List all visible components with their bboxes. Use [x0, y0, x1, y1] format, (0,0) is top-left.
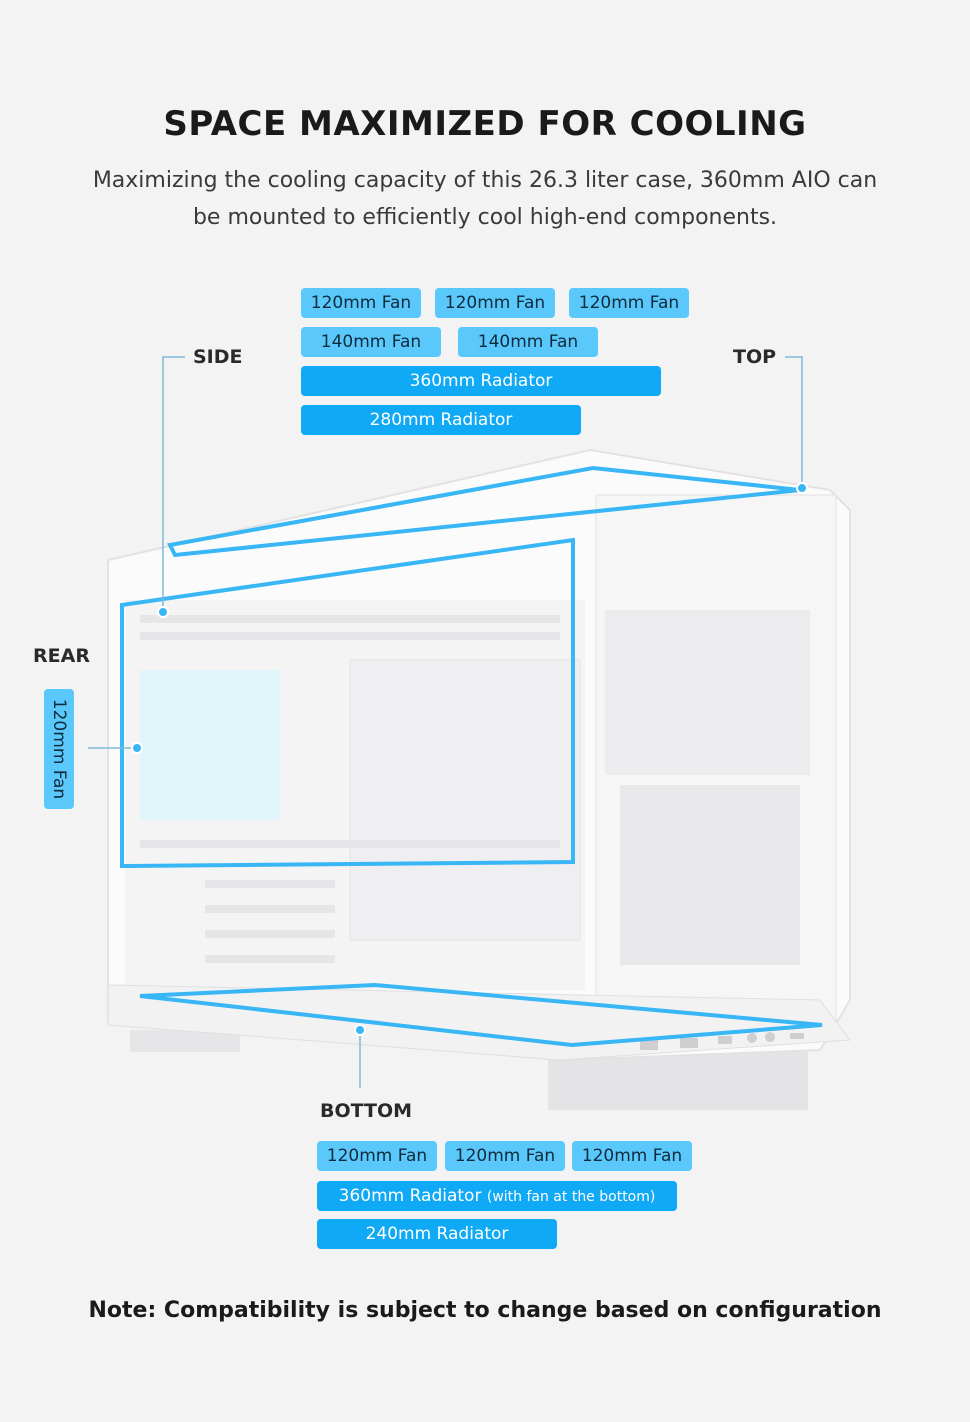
- chip-bottom-radiator-360: 360mm Radiator (with fan at the bottom): [317, 1181, 677, 1211]
- side-window: [349, 659, 581, 941]
- label-side: SIDE: [193, 346, 243, 368]
- front-mesh: [620, 785, 800, 965]
- chip-rear-fan: 120mm Fan: [44, 689, 74, 809]
- chip-bottom-fan-1: 120mm Fan: [317, 1141, 437, 1171]
- label-rear: REAR: [33, 645, 90, 667]
- chip-bottom-radiator-240: 240mm Radiator: [317, 1219, 557, 1249]
- chip-top-fan-140-1: 140mm Fan: [301, 327, 441, 357]
- chip-top-radiator-280: 280mm Radiator: [301, 405, 581, 435]
- chip-top-fan-3: 120mm Fan: [569, 288, 689, 318]
- leader-dots: [131, 482, 808, 1036]
- leader-lines: [88, 356, 803, 1088]
- chip-bottom-radiator-360-note: (with fan at the bottom): [486, 1189, 656, 1205]
- case-foot-left: [130, 1030, 240, 1052]
- front-window-top: [605, 610, 810, 775]
- chip-rear-fan-label: 120mm Fan: [49, 698, 69, 800]
- rear-vent: [140, 670, 280, 820]
- chip-bottom-radiator-360-label: 360mm Radiator: [338, 1186, 482, 1206]
- chip-top-fan-1: 120mm Fan: [301, 288, 421, 318]
- label-bottom: BOTTOM: [320, 1100, 413, 1122]
- io-ports: [640, 1032, 804, 1050]
- chip-bottom-fan-3: 120mm Fan: [572, 1141, 692, 1171]
- chip-top-radiator-360: 360mm Radiator: [301, 366, 661, 396]
- label-top: TOP: [733, 346, 777, 368]
- page-title: SPACE MAXIMIZED FOR COOLING: [163, 104, 807, 144]
- chip-top-fan-2: 120mm Fan: [435, 288, 555, 318]
- chip-top-fan-140-2: 140mm Fan: [458, 327, 598, 357]
- chip-bottom-fan-2: 120mm Fan: [445, 1141, 565, 1171]
- vent-slots: [140, 615, 560, 963]
- compatibility-note: Note: Compatibility is subject to change…: [88, 1298, 882, 1323]
- case-base: [107, 984, 851, 1061]
- page-subtitle: Maximizing the cooling capacity of this …: [92, 168, 878, 230]
